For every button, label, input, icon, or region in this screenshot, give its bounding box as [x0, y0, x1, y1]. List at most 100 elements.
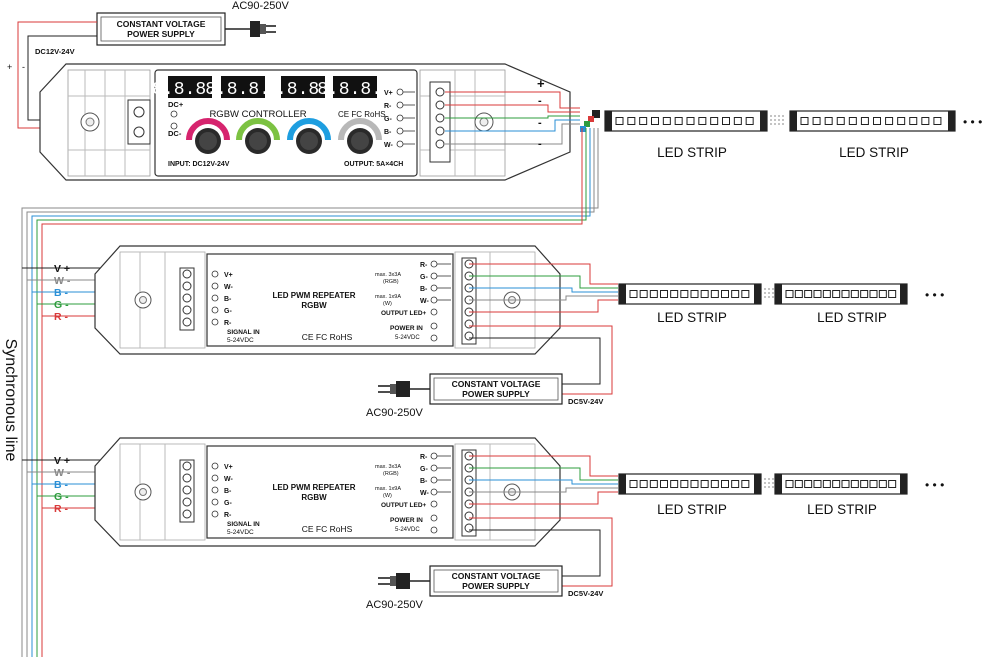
- led-chip: [869, 290, 878, 298]
- out-terminal-label: B-: [420, 286, 428, 293]
- in-terminal-label: W-: [224, 284, 233, 291]
- svg-text:-: -: [538, 95, 542, 107]
- sync-label: B -: [54, 479, 69, 491]
- sync-label: G -: [54, 491, 69, 503]
- svg-text:-: -: [22, 62, 25, 72]
- in-terminal-label: W-: [224, 476, 233, 483]
- knob-green: [236, 118, 280, 154]
- led-strip-label: LED STRIP: [839, 145, 909, 160]
- knob-blue: [287, 118, 331, 154]
- signal-volt-label: 5-24VDC: [227, 337, 254, 344]
- led-strip: [774, 473, 908, 495]
- controller-title: RGBW CONTROLLER: [209, 109, 306, 120]
- in-terminal-label: B-: [224, 296, 232, 303]
- display-text: 8.8.8.8: [265, 80, 341, 100]
- controller-terminal-label: G-: [384, 116, 392, 123]
- led-chip: [832, 480, 841, 488]
- plug-icon: [396, 573, 410, 589]
- display-digit-4: [333, 76, 377, 98]
- controller-terminal-label: R-: [384, 103, 392, 110]
- svg-text:-: -: [538, 117, 542, 129]
- controller-terminal-label: B-: [384, 129, 392, 136]
- ellipsis: • • •: [925, 288, 944, 302]
- led-chip: [878, 290, 887, 298]
- knob-white: [338, 118, 382, 154]
- max-rgb: max. 3x3A: [375, 464, 401, 470]
- signal-in-label: SIGNAL IN: [227, 521, 260, 528]
- led-chip: [888, 290, 897, 298]
- led-chip: [804, 290, 813, 298]
- display-text: 8.8.8.8: [205, 80, 281, 100]
- repeater-1: V +W -B -G -R -V+W-B-G-R-SIGNAL IN5-24VD…: [22, 245, 618, 419]
- rgb-note: (RGB): [383, 471, 399, 477]
- controller-output: OUTPUT: 5A×4CH: [344, 161, 403, 168]
- led-chip: [921, 117, 930, 125]
- svg-text:+: +: [7, 62, 12, 72]
- power-in-label: POWER IN: [390, 517, 423, 524]
- display-text: 8.8.8.8: [317, 80, 393, 100]
- ac-input-top: AC90-250V: [232, 0, 290, 12]
- signal-in-label: SIGNAL IN: [227, 329, 260, 336]
- psu-label-1: CONSTANT VOLTAGE: [117, 19, 206, 29]
- led-chip: [850, 290, 859, 298]
- led-chip: [662, 117, 671, 125]
- controller-output-wires: + - - -: [445, 76, 600, 150]
- led-chip: [841, 290, 850, 298]
- ellipsis: • • •: [963, 115, 982, 129]
- led-chip: [615, 117, 624, 125]
- in-terminal-label: B-: [224, 488, 232, 495]
- in-terminal-label: V+: [224, 464, 233, 471]
- led-chip: [869, 480, 878, 488]
- psu-label-2: POWER SUPPLY: [462, 581, 530, 591]
- led-chip: [794, 290, 803, 298]
- led-strip-label: LED STRIP: [657, 145, 727, 160]
- in-terminal-label: G-: [224, 308, 232, 315]
- out-terminal-label: W-: [420, 298, 429, 305]
- controller-input: INPUT: DC12V-24V: [168, 161, 230, 168]
- led-chip: [710, 290, 719, 298]
- output-led-label: OUTPUT LED+: [381, 310, 427, 317]
- psu-label-1: CONSTANT VOLTAGE: [452, 379, 541, 389]
- signal-volt-label: 5-24VDC: [227, 529, 254, 536]
- sync-label: V +: [54, 263, 70, 275]
- plug-icon: [396, 381, 410, 397]
- led-chip: [878, 480, 887, 488]
- led-chip: [629, 290, 638, 298]
- repeater-title-1: LED PWM REPEATER: [273, 483, 356, 492]
- repeater-2: V +W -B -G -R -V+W-B-G-R-SIGNAL IN5-24VD…: [22, 437, 618, 611]
- max-rgb: max. 3x3A: [375, 272, 401, 278]
- in-terminal-label: V+: [224, 272, 233, 279]
- led-chip: [785, 290, 794, 298]
- psu-label-2: POWER SUPPLY: [462, 389, 530, 399]
- sync-label: R -: [54, 311, 69, 323]
- led-strip: [618, 473, 762, 495]
- synchronous-line-label: Synchronous line: [2, 339, 19, 462]
- led-chip: [686, 117, 695, 125]
- power-volt-label: 5-24VDC: [395, 527, 420, 533]
- display-digit-3: [281, 76, 325, 98]
- led-chip: [690, 290, 699, 298]
- led-chip: [824, 117, 833, 125]
- led-chip: [850, 480, 859, 488]
- synchronous-line-wires: [21, 128, 599, 657]
- psu-label-1: CONSTANT VOLTAGE: [452, 571, 541, 581]
- led-chip: [812, 117, 821, 125]
- led-chip: [848, 117, 857, 125]
- repeater-cert: CE FC RoHS: [302, 332, 353, 342]
- led-chip: [785, 480, 794, 488]
- knob-red: [186, 118, 230, 154]
- in-terminal-label: G-: [224, 500, 232, 507]
- led-chip: [804, 480, 813, 488]
- sync-label: W -: [54, 467, 71, 479]
- max-w: max. 1x9A: [375, 294, 401, 300]
- led-strip: [774, 283, 908, 305]
- w-note: (W): [383, 301, 392, 307]
- led-chip: [741, 480, 750, 488]
- led-chip: [860, 480, 869, 488]
- out-terminal-label: R-: [420, 454, 428, 461]
- led-chip: [680, 290, 689, 298]
- local-power-supply: [429, 565, 563, 597]
- led-chip: [731, 290, 740, 298]
- led-chip: [649, 480, 658, 488]
- repeater-title-1: LED PWM REPEATER: [273, 291, 356, 300]
